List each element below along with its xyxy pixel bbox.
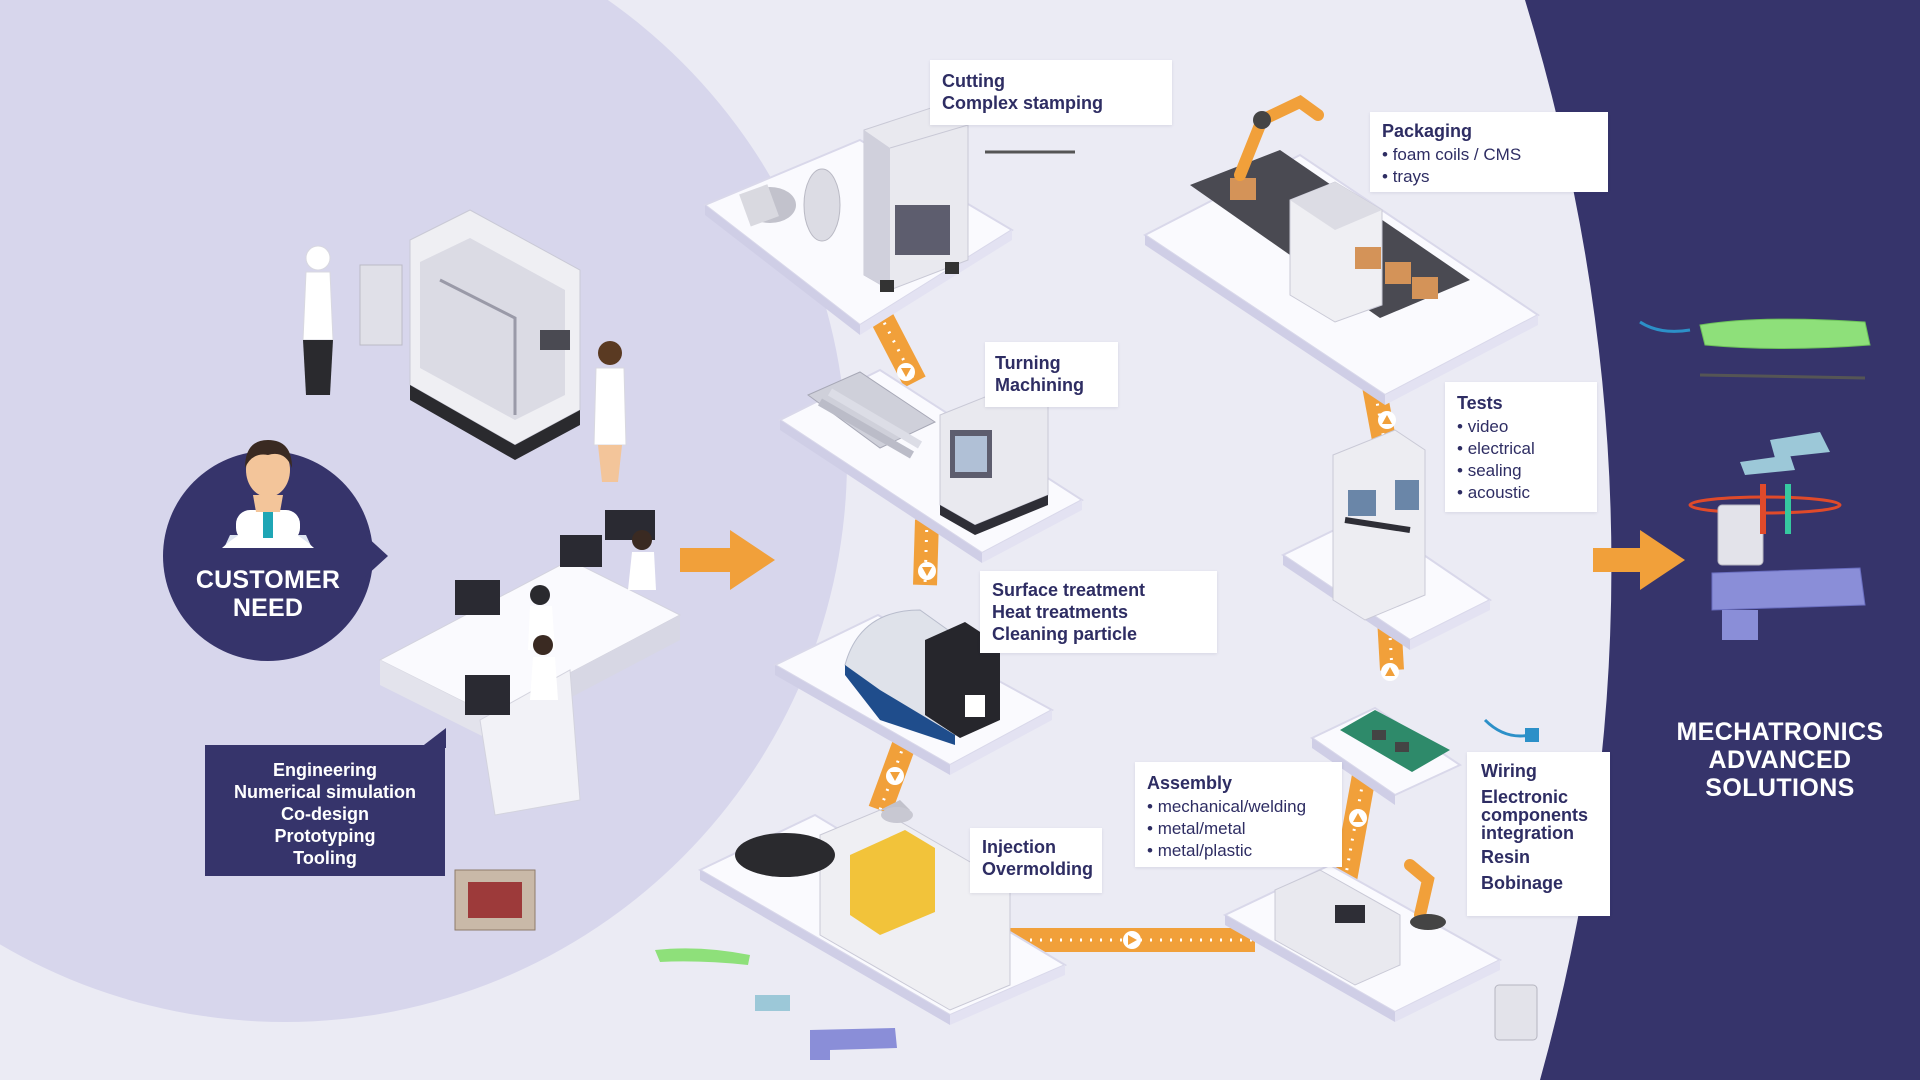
mechatronics-line2: ADVANCED	[1708, 746, 1852, 774]
surface-treatment-label: Surface treatment Heat treatments Cleani…	[980, 571, 1217, 653]
injection-label: Injection Overmolding	[970, 828, 1102, 893]
tests-title: Tests	[1457, 393, 1503, 413]
engineering-box-pointer	[420, 728, 446, 748]
tests-item: video	[1457, 416, 1585, 438]
injection-molding-machine-icon	[735, 800, 1011, 1011]
mould-tooling-icon	[454, 869, 536, 931]
assembly-list: mechanical/welding metal/metal metal/pla…	[1147, 796, 1330, 862]
stamping-press-icon	[739, 104, 1075, 292]
assembly-robot-icon	[1274, 859, 1446, 986]
mechatronics-line1: MECHATRONICS	[1676, 718, 1884, 746]
electronic-title: Electronic	[1481, 787, 1569, 807]
resin-title: Resin	[1481, 847, 1531, 867]
bobinage-title: Bobinage	[1481, 873, 1564, 893]
cleaning-particle-title: Cleaning particle	[992, 624, 1138, 644]
tooling-line: Tooling	[293, 848, 357, 868]
packaging-list: foam coils / CMS trays	[1382, 144, 1596, 188]
assembly-item: metal/metal	[1147, 818, 1330, 840]
assembly-label: Assembly mechanical/welding metal/metal …	[1135, 762, 1342, 867]
packaging-line-icon	[1190, 95, 1470, 323]
engineering-line: Engineering	[272, 760, 377, 780]
cnc-lathe-icon	[807, 371, 1049, 535]
tests-list: video electrical sealing acoustic	[1457, 416, 1585, 504]
customer-need-bubble	[163, 440, 388, 661]
turning-label: Turning Machining	[985, 342, 1118, 407]
assembly-item: mechanical/welding	[1147, 796, 1330, 818]
packaging-title: Packaging	[1382, 121, 1473, 141]
overmolding-title: Overmolding	[982, 859, 1094, 879]
cutting-title: Cutting	[942, 71, 1005, 91]
packaging-label: Packaging foam coils / CMS trays	[1370, 112, 1608, 192]
customer-need-line2: NEED	[232, 594, 304, 622]
tests-item: electrical	[1457, 438, 1585, 460]
arrow-to-solutions-icon	[1593, 530, 1685, 590]
tests-item: acoustic	[1457, 482, 1585, 504]
prototyping-line: Prototyping	[274, 826, 376, 846]
customer-need-title: CUSTOMER NEED	[165, 566, 371, 622]
wiring-title: Wiring	[1481, 761, 1537, 781]
turning-title: Turning	[995, 353, 1061, 373]
engineering-box: Engineering Numerical simulation Co-desi…	[205, 745, 445, 876]
cutting-label: Cutting Complex stamping	[930, 60, 1172, 125]
tests-label: Tests video electrical sealing acoustic	[1445, 382, 1597, 512]
test-bench-icon	[1332, 429, 1426, 621]
assembly-item: metal/plastic	[1147, 840, 1330, 862]
flow-direction-markers	[886, 363, 1399, 949]
pcb-board-icon	[1340, 710, 1539, 772]
injection-title: Injection	[982, 837, 1057, 857]
person-avatar-icon	[222, 440, 314, 548]
complex-stamping-title: Complex stamping	[942, 93, 1104, 113]
surface-treatment-title: Surface treatment	[992, 580, 1146, 600]
mechatronics-solutions-title: MECHATRONICS ADVANCED SOLUTIONS	[1660, 718, 1900, 802]
mechatronics-line3: SOLUTIONS	[1705, 774, 1855, 802]
molded-parts-icon	[655, 948, 1538, 1060]
packaging-item: foam coils / CMS	[1382, 144, 1596, 166]
packaging-item: trays	[1382, 166, 1596, 188]
mechatronic-parts-exploded-icon	[1639, 318, 1871, 640]
customer-need-line1: CUSTOMER	[195, 566, 341, 594]
components-title: components	[1481, 805, 1589, 825]
assembly-title: Assembly	[1147, 773, 1233, 793]
integration-title: integration	[1481, 823, 1574, 843]
machining-title: Machining	[995, 375, 1084, 395]
heat-treatments-title: Heat treatments	[992, 602, 1129, 622]
engineering-scene	[302, 209, 682, 816]
arrow-to-process-icon	[680, 530, 775, 590]
tests-item: sealing	[1457, 460, 1585, 482]
numerical-simulation-line: Numerical simulation	[233, 782, 417, 802]
co-design-line: Co-design	[281, 804, 369, 824]
wiring-label: Wiring Electronic components integration…	[1467, 752, 1610, 916]
